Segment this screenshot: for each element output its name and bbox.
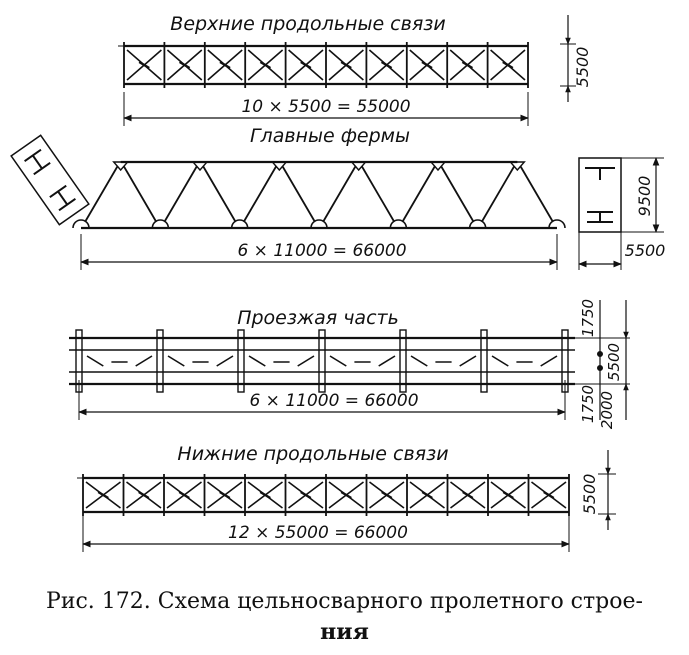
truss-top-node (508, 161, 526, 172)
deck-brace (86, 355, 104, 367)
truss-cross-section: 9500 5500 (578, 157, 666, 270)
deck-dim-top: 1750 (579, 299, 597, 337)
truss-diagonal (322, 165, 357, 223)
bottom-bracing-span-dim: 12 × 55000 = 66000 (228, 523, 408, 543)
deck-floorbeam (156, 329, 164, 393)
deck-floorbeam (237, 329, 245, 393)
main-truss-span-dim: 6 × 11000 = 66000 (237, 241, 406, 261)
deck-floorbeam (318, 329, 326, 393)
deck-brace (329, 355, 347, 367)
bottom-bracing-width-dim: 5500 (580, 474, 599, 515)
deck-brace (540, 355, 558, 367)
truss-bottom-node (468, 219, 487, 229)
top-bracing-span-dim: 10 × 5500 = 55000 (241, 97, 410, 117)
truss-top-node (350, 161, 368, 172)
deck-title: Проезжая часть (237, 307, 399, 329)
main-truss-elevation: Главные фермы 6 × 11000 = 66000 (10, 125, 666, 270)
deck-brace (297, 355, 315, 367)
top-bracing-title: Верхние продольные связи (170, 13, 445, 35)
deck-brace (410, 355, 428, 367)
top-bracing-width-dim: 5500 (573, 47, 592, 88)
truss-bottom-node (72, 219, 90, 229)
deck-brace (378, 355, 396, 367)
deck-floorbeam (480, 329, 488, 393)
truss-bottom-node (230, 219, 249, 229)
truss-diagonal (122, 165, 158, 223)
truss-bottom-node (151, 219, 170, 229)
deck-plan: Проезжая часть 6 × 11000 = 66000 1750 17… (69, 299, 630, 429)
deck-dim-bottom: 1750 (579, 385, 597, 423)
figure-caption-continued: ния (320, 619, 369, 645)
top-bracing-plan: Верхние продольные связи 10 × 5500 = 550… (118, 13, 592, 126)
deck-brace (248, 355, 266, 367)
deck-brace (491, 355, 509, 367)
main-truss-title: Главные фермы (250, 125, 410, 147)
truss-diagonal (519, 165, 554, 223)
main-truss-width-dim: 5500 (625, 241, 666, 260)
truss-bottom-node (310, 219, 328, 229)
truss-diagonal (440, 165, 475, 223)
truss-diagonal (360, 165, 396, 223)
truss-diagonal (242, 165, 278, 223)
bottom-bracing-title: Нижние продольные связи (177, 443, 448, 465)
truss-top-node (429, 161, 447, 172)
deck-span-dim: 6 × 11000 = 66000 (249, 391, 418, 411)
bottom-bracing-plan: Нижние продольные связи 12 × 55000 = 660… (77, 443, 616, 552)
deck-dim-total: 5500 (605, 343, 623, 381)
truss-top-node (270, 161, 288, 172)
truss-bottom-node (389, 219, 408, 229)
deck-brace (167, 355, 185, 367)
truss-diagonal (281, 165, 316, 223)
deck-brace (135, 355, 153, 367)
truss-diagonal (202, 165, 237, 223)
bridge-scheme-figure: Верхние продольные связи 10 × 5500 = 550… (10, 13, 666, 552)
deck-floorbeam (399, 329, 407, 393)
figure-caption: Рис. 172. Схема цельносварного пролетног… (46, 589, 643, 614)
deck-brace (216, 355, 234, 367)
truss-diagonal (84, 165, 119, 223)
truss-top-node (191, 161, 209, 172)
deck-brace (459, 355, 477, 367)
truss-top-node (112, 161, 130, 172)
truss-diagonal (480, 165, 516, 223)
truss-diagonal (401, 165, 436, 223)
main-truss-height-dim: 9500 (635, 176, 654, 217)
truss-diagonal (163, 165, 198, 223)
deck-dim-mid: 2000 (598, 391, 616, 429)
truss-bottom-node (548, 219, 566, 229)
truss-chord-detail (10, 134, 90, 226)
